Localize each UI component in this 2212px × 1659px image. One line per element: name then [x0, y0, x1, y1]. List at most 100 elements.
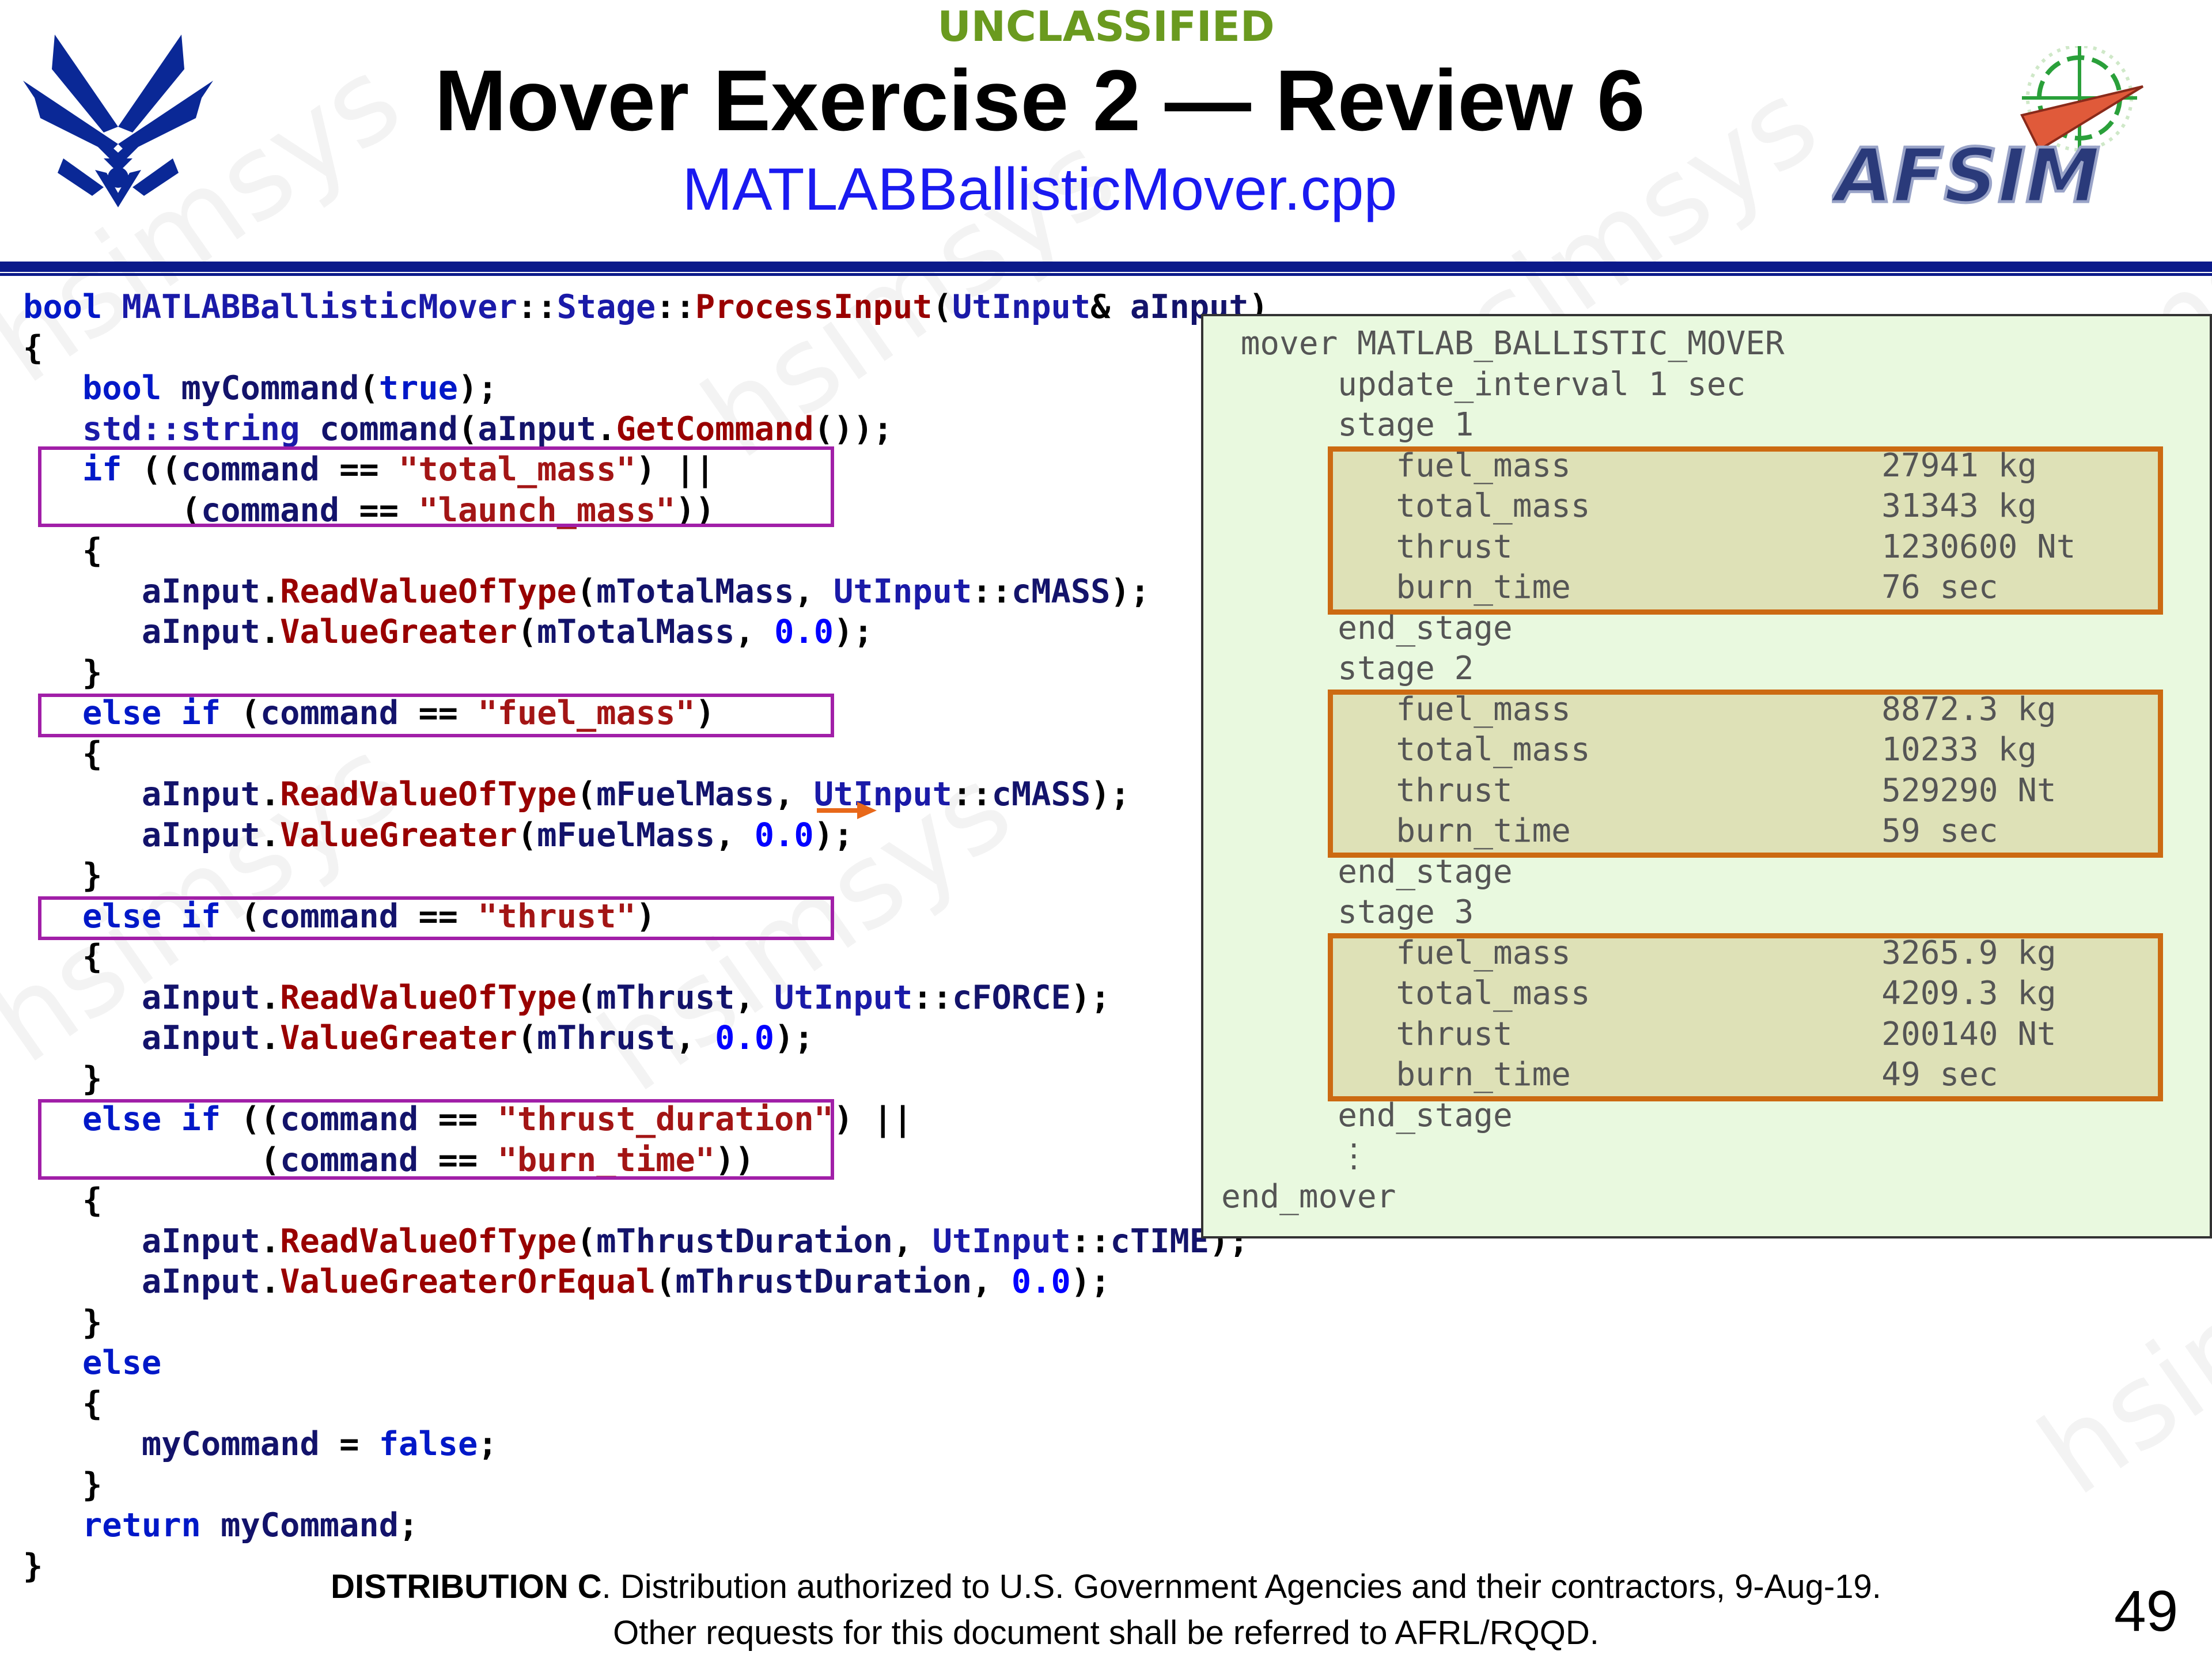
input-line: burn_time 49 sec	[1221, 1056, 1998, 1093]
code-token: {	[23, 328, 43, 367]
code-line: aInput.ReadValueOfType(mThrust, UtInput:…	[23, 978, 1268, 1018]
code-token: UtInput	[774, 978, 913, 1017]
input-line: end_stage	[1221, 1096, 1513, 1134]
input-line: mover MATLAB_BALLISTIC_MOVER	[1221, 325, 1785, 362]
code-token: cMASS	[1011, 572, 1111, 611]
code-token: (	[240, 897, 260, 935]
code-token: ,	[715, 816, 755, 854]
code-token: );	[1090, 775, 1130, 813]
code-token: mTotalMass	[596, 572, 794, 611]
code-token: .	[260, 1019, 281, 1057]
code-token: UtInput	[813, 775, 952, 813]
code-token: "thrust"	[478, 897, 636, 935]
code-line: aInput.ValueGreater(mTotalMass, 0.0);	[23, 612, 1268, 653]
code-token: ValueGreaterOrEqual	[280, 1263, 656, 1301]
code-token: aInput	[141, 1019, 260, 1057]
code-token: cTIME	[1110, 1222, 1210, 1260]
code-token: {	[23, 1384, 103, 1423]
code-token: ) ||	[635, 450, 715, 488]
code-token: if	[82, 450, 142, 488]
code-token: MATLABBallisticMover	[122, 288, 517, 326]
code-token: (	[517, 613, 537, 651]
code-token: aInput	[141, 572, 260, 611]
code-line: aInput.ReadValueOfType(mThrustDuration, …	[23, 1221, 1268, 1262]
code-token: }	[23, 653, 103, 692]
code-token: );	[458, 369, 498, 407]
code-token: aInput	[141, 1263, 260, 1301]
code-line: bool myCommand(true);	[23, 368, 1268, 409]
code-line: }	[23, 1302, 1268, 1343]
code-token: }	[23, 857, 103, 895]
input-line: fuel_mass 3265.9 kg	[1221, 934, 2056, 972]
code-token: {	[23, 734, 103, 773]
code-token: 0.0	[1011, 1263, 1071, 1301]
code-token: ReadValueOfType	[280, 978, 577, 1017]
code-token: ,	[774, 775, 814, 813]
code-token: ==	[339, 491, 419, 529]
code-token: );	[1070, 978, 1111, 1017]
code-token: (	[23, 1141, 281, 1179]
code-token: =	[319, 1425, 379, 1463]
code-token: mFuelMass	[537, 816, 715, 854]
code-token: &	[1090, 288, 1130, 326]
code-token: ValueGreater	[280, 1019, 517, 1057]
code-line: if ((command == "total_mass") ||	[23, 449, 1268, 490]
code-token: (	[576, 1222, 597, 1260]
input-line: ⋮	[1221, 1137, 1370, 1175]
code-line: return myCommand;	[23, 1505, 1268, 1546]
code-token: (	[576, 572, 597, 611]
distribution-label: DISTRIBUTION C	[331, 1568, 602, 1605]
code-line: {	[23, 1180, 1268, 1221]
code-token: .	[260, 572, 281, 611]
code-token	[23, 410, 82, 448]
code-token: ,	[972, 1263, 1012, 1301]
code-token	[23, 369, 82, 407]
code-line: std::string command(aInput.GetCommand())…	[23, 409, 1268, 450]
code-line: {	[23, 328, 1268, 369]
code-token: );	[1110, 572, 1150, 611]
code-line: }	[23, 1546, 1268, 1587]
input-line: stage 2	[1221, 650, 1474, 687]
code-token: command	[200, 491, 340, 529]
code-token: ;	[399, 1506, 419, 1544]
stage-2-highlight	[1328, 690, 2163, 858]
code-token: }	[23, 1465, 103, 1504]
code-token: }	[23, 1547, 43, 1585]
code-token	[23, 1344, 82, 1382]
input-line: total_mass 4209.3 kg	[1221, 975, 2056, 1012]
code-line: (command == "launch_mass"))	[23, 490, 1268, 531]
highlight-total-mass-condition	[38, 446, 834, 527]
code-token: )	[635, 897, 656, 935]
code-token: .	[260, 613, 281, 651]
code-token: {	[23, 938, 103, 976]
code-token: )	[695, 694, 715, 732]
code-token: command	[260, 897, 399, 935]
code-token: ==	[418, 1100, 498, 1138]
code-token: bool	[82, 369, 181, 407]
code-token: ValueGreater	[280, 816, 517, 854]
code-token: bool	[23, 288, 122, 326]
code-token: ,	[893, 1222, 933, 1260]
arrow-right-icon	[817, 802, 877, 819]
code-line: else	[23, 1343, 1268, 1384]
code-token: std::string	[82, 410, 320, 448]
page-number: 49	[2114, 1579, 2179, 1643]
code-token: return	[82, 1506, 221, 1544]
code-token: "burn_time"	[497, 1141, 715, 1179]
code-line: else if (command == "thrust")	[23, 896, 1268, 937]
code-token: ReadValueOfType	[280, 775, 577, 813]
slide-subtitle: MATLABBallisticMover.cpp	[682, 156, 1397, 223]
code-token: mTotalMass	[537, 613, 735, 651]
code-token: mThrustDuration	[596, 1222, 893, 1260]
code-token: ::	[517, 288, 557, 326]
code-token	[23, 979, 142, 1017]
code-token: command	[280, 1141, 419, 1179]
code-token: "launch_mass"	[418, 491, 676, 529]
code-token: ==	[418, 1141, 498, 1179]
code-token: else if	[82, 694, 241, 732]
code-token: ==	[399, 897, 478, 935]
code-token: ))	[675, 491, 715, 529]
code-token: ,	[675, 1019, 715, 1057]
code-line: {	[23, 531, 1268, 571]
code-token: mThrust	[537, 1019, 676, 1057]
